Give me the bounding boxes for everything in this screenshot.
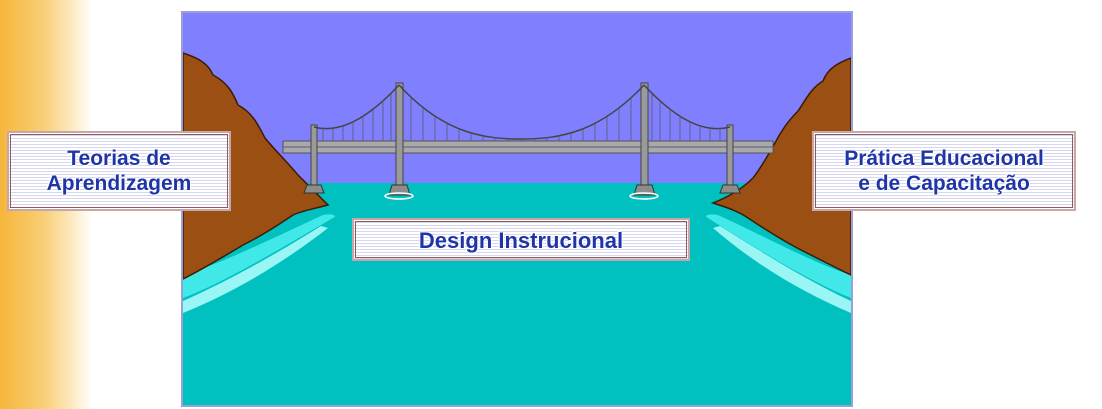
- right-label-line-1: Prática Educacional: [814, 146, 1074, 171]
- bridge-tower-2: [396, 83, 403, 193]
- bridge-tower-4: [727, 125, 733, 185]
- bridge-illustration-frame: [181, 11, 853, 407]
- left-label-line-1: Teorias de: [9, 146, 229, 171]
- left-label-line-2: Aprendizagem: [9, 171, 229, 196]
- tower-base-4: [720, 185, 740, 193]
- right-label-line-2: e de Capacitação: [814, 171, 1074, 196]
- center-label-text: Design Instrucional: [354, 228, 688, 253]
- bridge-illustration: [183, 13, 851, 405]
- tower-base-1: [304, 185, 324, 193]
- label-teorias-de-aprendizagem: Teorias de Aprendizagem: [7, 131, 231, 211]
- label-pratica-educacional: Prática Educacional e de Capacitação: [812, 131, 1076, 211]
- label-design-instrucional: Design Instrucional: [352, 218, 690, 261]
- bridge-tower-1: [311, 125, 317, 185]
- bridge-tower-3: [641, 83, 648, 193]
